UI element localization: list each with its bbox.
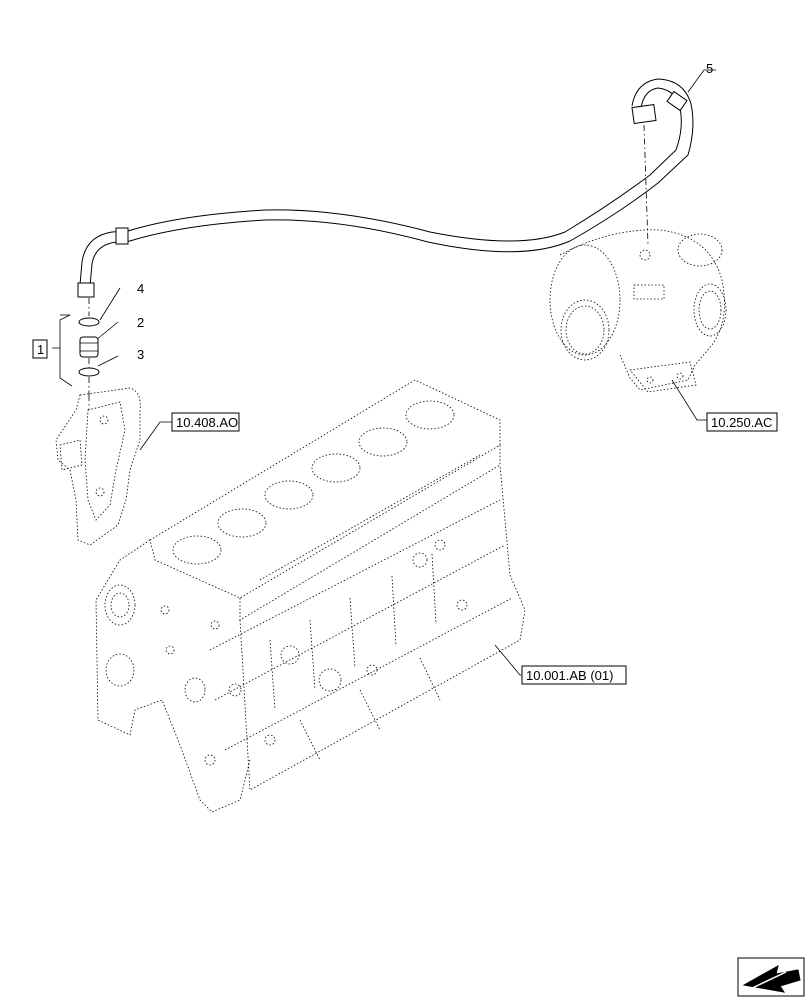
seal-ring-lower xyxy=(78,367,100,377)
callout-leaders xyxy=(52,69,716,387)
fitting-parts xyxy=(78,298,100,395)
ref-10-408-ao[interactable]: 10.408.AO xyxy=(176,415,238,430)
callout-3: 3 xyxy=(137,347,144,362)
page-arrow-icon[interactable] xyxy=(737,957,805,997)
callout-4: 4 xyxy=(137,281,144,296)
ref-box-oil-filter-support[interactable]: 10.408.AO xyxy=(171,412,240,432)
adapter-fitting xyxy=(79,336,99,358)
ref-10-250-ac[interactable]: 10.250.AC xyxy=(711,415,772,430)
oil-filter-support-outline xyxy=(55,387,141,546)
ref-10-001-ab-01[interactable]: 10.001.AB (01) xyxy=(526,668,613,683)
ref-box-engine-block[interactable]: 10.001.AB (01) xyxy=(521,665,627,685)
seal-ring-upper xyxy=(78,317,100,327)
callout-5: 5 xyxy=(706,61,713,76)
turbo-oil-feed-pipe xyxy=(77,78,694,298)
turbocharger-outline xyxy=(549,229,727,393)
callout-1: 1 xyxy=(37,342,44,357)
callout-2: 2 xyxy=(137,315,144,330)
callout-1-box: 1 xyxy=(32,339,48,359)
reference-leaders xyxy=(139,379,707,676)
engine-block-outline xyxy=(95,379,526,813)
ref-box-turbocharger[interactable]: 10.250.AC xyxy=(706,412,778,432)
